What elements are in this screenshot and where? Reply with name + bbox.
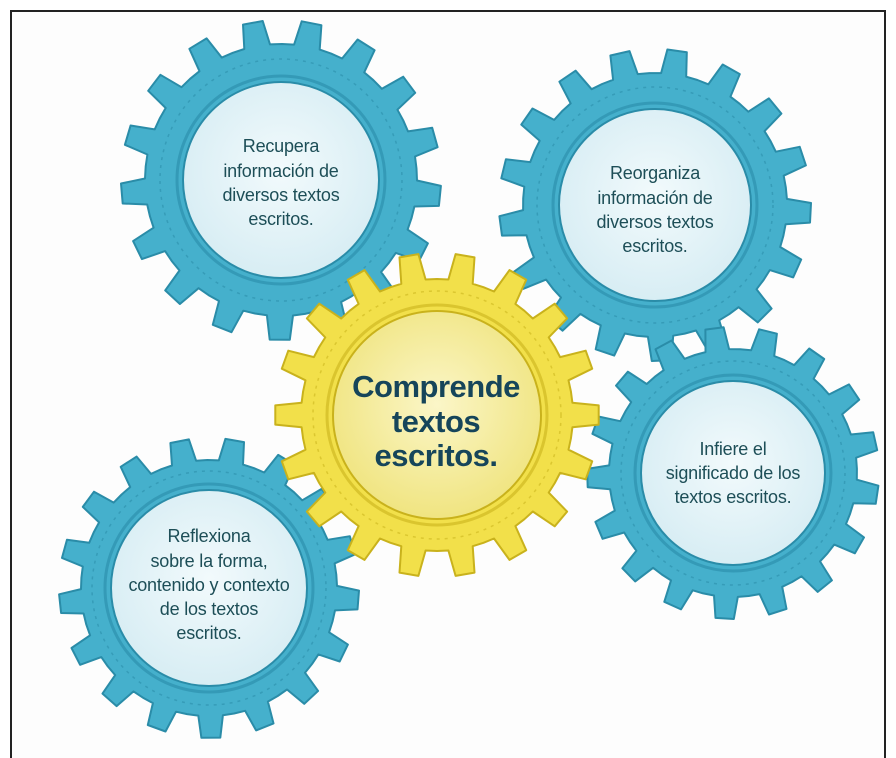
- gear-top-right: [498, 48, 812, 362]
- gear-bottom-left: [58, 437, 360, 739]
- gear-label-center: Comprende textos escritos.: [352, 368, 520, 474]
- gear-label-right: Infiere el significado de los textos esc…: [665, 438, 801, 508]
- gear-top-left: [120, 20, 442, 341]
- gear-label-top-left: Recupera información de diversos textos …: [222, 136, 340, 230]
- gear-right: [586, 326, 880, 620]
- gear-center: [274, 253, 600, 577]
- gear-label-bottom-left: Reflexiona sobre la forma, contenido y c…: [128, 526, 290, 644]
- gear-label-top-right: Reorganiza información de diversos texto…: [596, 163, 714, 257]
